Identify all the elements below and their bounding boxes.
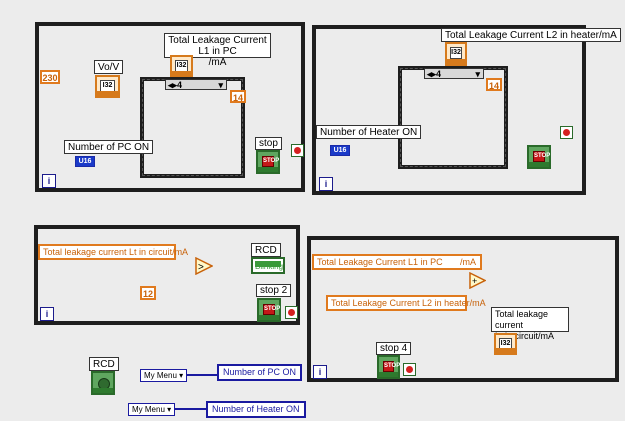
lt-label[interactable]: Total leakage current Lt in circuit/mA	[38, 244, 188, 260]
case-value: 4	[177, 80, 183, 90]
leakage-l2-indicator[interactable]: I32	[445, 42, 467, 66]
constant-12[interactable]: 12	[140, 286, 156, 300]
my-menu-1[interactable]: My Menu ▾	[140, 369, 188, 382]
my-menu-2-text: My Menu	[132, 405, 165, 414]
while-loop-rcd	[34, 225, 300, 325]
lt-total-indicator[interactable]: I32	[494, 333, 517, 355]
rcd-indicator[interactable]: Blinking	[251, 257, 285, 274]
case-selector-pc[interactable]: ◂▸ 4 ▾	[165, 79, 227, 90]
number-of-pc-on-indicator[interactable]: Number of PC ON	[217, 364, 303, 381]
leakage-l1-text: Total Leakage Current L1 in PC /mA	[168, 35, 267, 68]
case-value: 4	[436, 69, 442, 79]
loop-iteration-icon: i	[42, 174, 56, 188]
case-dropdown-icon: ▾	[218, 80, 223, 90]
loop-iteration-icon: i	[40, 307, 54, 321]
menu-dropdown-icon: ▾	[179, 371, 184, 380]
number-of-heater-on-indicator[interactable]: Number of Heater ON	[206, 401, 306, 418]
stop-pc-button[interactable]: STOP	[256, 150, 280, 174]
constant-14-heater[interactable]: 14	[486, 78, 502, 91]
leakage-l1-indicator[interactable]: I32	[170, 55, 193, 78]
number-of-heater-on-control[interactable]: U16	[330, 145, 350, 156]
loop-condition-total	[403, 363, 416, 376]
lt-total-type: I32	[499, 338, 512, 350]
leakage-l2-type: I32	[450, 47, 462, 59]
case-selector-heater[interactable]: ◂▸ 4 ▾	[424, 68, 484, 79]
loop-condition-heater	[560, 126, 573, 139]
l2-label[interactable]: Total Leakage Current L2 in heater/mA	[326, 295, 486, 311]
loop-iteration-icon: i	[313, 365, 327, 379]
lt-total-label: Total leakage current Lt in circuit/mA	[491, 307, 569, 341]
leakage-l2-label: Total Leakage Current L2 in heater/mA	[441, 28, 621, 42]
rcd-label: RCD	[251, 243, 281, 257]
l1-label[interactable]: Total Leakage Current L1 in PC /mA	[312, 254, 482, 270]
rcd-led-control[interactable]	[91, 371, 115, 395]
menu-dropdown-icon: ▾	[167, 405, 172, 414]
l1-unit: /mA	[459, 257, 476, 267]
svg-text:+: +	[472, 276, 477, 286]
plus-node: +	[469, 272, 486, 289]
greater-than-node: >	[195, 257, 213, 275]
blinking-text: Blinking	[255, 262, 284, 271]
constant-230[interactable]: 230	[40, 70, 60, 84]
stop4-button[interactable]: STOP	[377, 355, 400, 379]
stop-text: STOP	[383, 361, 400, 372]
stop-text: STOP	[533, 151, 550, 162]
case-arrows: ◂▸	[168, 80, 178, 90]
number-of-pc-on-label: Number of PC ON	[64, 140, 154, 154]
stop-pc-label: stop	[255, 137, 282, 150]
loop-condition-rcd	[285, 306, 298, 319]
my-menu-2[interactable]: My Menu ▾	[128, 403, 176, 416]
stop-text: STOP	[263, 304, 280, 315]
rcd-led-label: RCD	[89, 357, 119, 371]
stop2-button[interactable]: STOP	[257, 298, 281, 322]
number-of-pc-on-control[interactable]: U16	[75, 156, 95, 167]
case-dropdown-icon: ▾	[475, 69, 480, 79]
number-of-heater-on-label: Number of Heater ON	[316, 125, 422, 139]
stop2-label: stop 2	[256, 284, 292, 297]
stop-heater-button[interactable]: STOP	[527, 145, 551, 169]
leakage-l1-label: Total Leakage Current L1 in PC /mA	[164, 33, 271, 68]
my-menu-1-text: My Menu	[144, 371, 177, 380]
constant-14-pc[interactable]: 14	[230, 90, 246, 103]
stop4-label: stop 4	[376, 342, 412, 355]
vo-indicator[interactable]: I32	[95, 75, 120, 98]
svg-text:>: >	[198, 262, 204, 273]
l1-label-text: Total Leakage Current L1 in PC	[317, 257, 443, 267]
case-arrows: ◂▸	[427, 69, 437, 79]
vo-label: Vo/V	[94, 60, 124, 74]
loop-condition-pc	[291, 144, 304, 157]
loop-iteration-icon: i	[319, 177, 333, 191]
stop-text: STOP	[262, 156, 279, 167]
